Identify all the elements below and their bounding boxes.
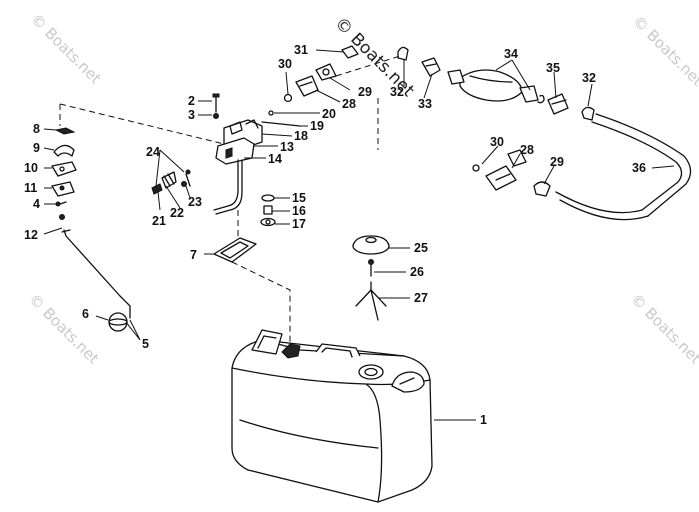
callout-11: 11: [24, 181, 37, 195]
watermark-mid-left: © Boats.net: [25, 290, 103, 368]
callout-20: 20: [322, 107, 336, 121]
callout-31: 31: [294, 43, 308, 57]
watermark-group: © Boats.net © Boats.net © Boats.net © Bo…: [25, 10, 699, 368]
callout-28-top: 28: [342, 97, 356, 111]
callout-21: 21: [152, 214, 166, 228]
callout-30-top: 30: [278, 57, 292, 71]
callout-6: 6: [82, 307, 89, 321]
callout-8: 8: [33, 122, 40, 136]
callout-23: 23: [188, 195, 202, 209]
callout-10: 10: [24, 161, 38, 175]
gauge-assembly: [212, 93, 301, 263]
fuel-tank: [231, 329, 433, 503]
watermark-mid-right: © Boats.net: [627, 290, 699, 368]
assembly-lines: [59, 55, 401, 346]
float-arm-parts: [51, 127, 131, 332]
callout-4: 4: [33, 197, 40, 211]
callout-26: 26: [410, 265, 424, 279]
connector-fittings: [283, 45, 692, 221]
callout-5: 5: [142, 337, 149, 351]
callout-34: 34: [504, 47, 518, 61]
callout-15: 15: [292, 191, 306, 205]
retainer-clips: [151, 169, 191, 195]
callout-17: 17: [292, 217, 306, 231]
callout-1: 1: [480, 413, 487, 427]
callout-25: 25: [414, 241, 428, 255]
callout-14: 14: [268, 152, 282, 166]
callout-12: 12: [24, 228, 38, 242]
callout-9: 9: [33, 141, 40, 155]
callout-30-right: 30: [490, 135, 504, 149]
leader-lines: [43, 49, 675, 421]
callout-2: 2: [188, 94, 195, 108]
callout-27: 27: [414, 291, 428, 305]
callout-labels: 1 2 3 4 5 6 7 8 9 10 11 12 13 14 15 16 1…: [24, 43, 646, 427]
filler-cap-assembly: [352, 235, 390, 321]
callout-13: 13: [280, 140, 294, 154]
watermark-top-left: © Boats.net: [27, 10, 105, 88]
callout-18: 18: [294, 129, 308, 143]
callout-33: 33: [418, 97, 432, 111]
callout-35: 35: [546, 61, 560, 75]
callout-16: 16: [292, 204, 306, 218]
watermark-top-right: © Boats.net: [629, 12, 699, 90]
callout-36: 36: [632, 161, 646, 175]
callout-29-top: 29: [358, 85, 372, 99]
callout-32-right: 32: [582, 71, 596, 85]
callout-29-right: 29: [550, 155, 564, 169]
callout-3: 3: [188, 108, 195, 122]
callout-24: 24: [146, 145, 160, 159]
callout-7: 7: [190, 248, 197, 262]
callout-19: 19: [310, 119, 324, 133]
callout-32-top: 32: [390, 85, 404, 99]
callout-22: 22: [170, 206, 184, 220]
callout-28-right: 28: [520, 143, 534, 157]
